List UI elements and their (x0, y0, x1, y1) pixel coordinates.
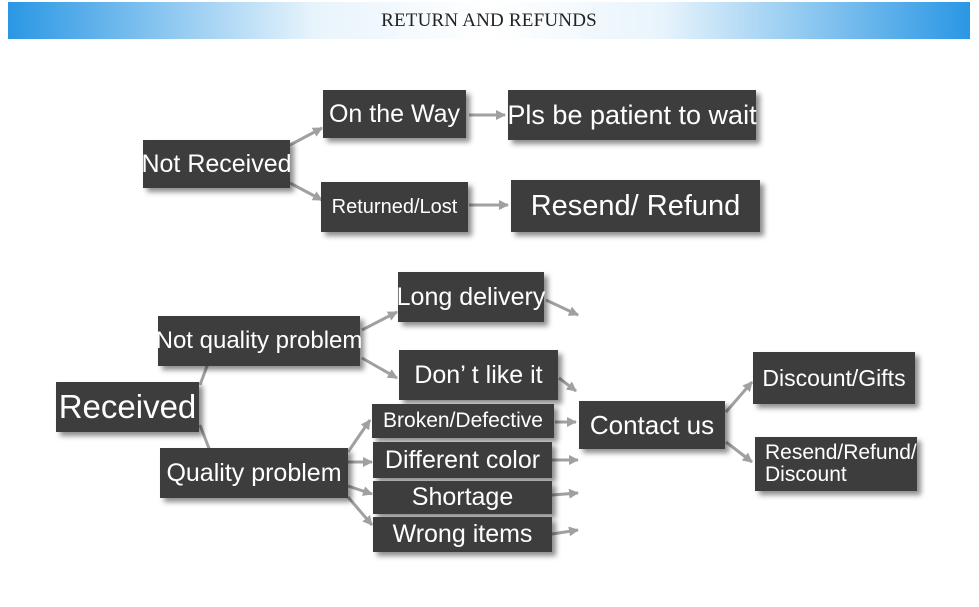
arrow-contact-to-resend-refund-discount (725, 440, 753, 464)
node-shortage: Shortage (373, 481, 552, 514)
node-dont-like-it: Don’ t like it (399, 350, 558, 400)
arrow-not-received-to-on-the-way (289, 126, 323, 147)
arrow-long-delivery-out (545, 298, 579, 317)
node-not-received: Not Received (141, 140, 292, 188)
line-received-to-quality (198, 424, 212, 452)
arrow-dont-like-to-contact (558, 376, 577, 393)
node-contact-us: Contact us (579, 401, 725, 449)
arrow-quality-to-wrong-items (346, 496, 374, 526)
page-title: RETURN AND REFUNDS (381, 10, 597, 31)
node-resend-refund-discount: Resend/Refund/ Discount (755, 437, 917, 491)
node-resend-refund: Resend/ Refund (511, 180, 760, 232)
node-different-color: Different color (373, 442, 552, 478)
arrow-quality-to-shortage (347, 484, 373, 496)
node-quality-problem: Quality problem (160, 448, 348, 498)
node-wrong-items: Wrong items (373, 517, 552, 552)
arrow-not-quality-to-long-delivery (361, 310, 398, 332)
arrow-shortage-out (551, 488, 579, 499)
header-bar: RETURN AND REFUNDS (8, 2, 970, 39)
arrow-quality-to-broken (346, 419, 372, 453)
node-not-quality-problem: Not quality problem (156, 316, 362, 366)
node-be-patient: Pls be patient to wait (507, 90, 757, 140)
node-resend-refund-discount-line2: Discount (765, 463, 847, 486)
node-resend-refund-discount-line1: Resend/Refund/ (765, 440, 917, 464)
node-long-delivery: Long delivery (397, 272, 545, 322)
arrow-not-quality-to-dont-like (361, 356, 398, 380)
arrow-contact-to-discount-gifts (724, 381, 754, 413)
node-broken-defective: Broken/Defective (372, 404, 554, 438)
arrow-wrong-items-out (551, 526, 579, 537)
node-discount-gifts: Discount/Gifts (753, 352, 915, 404)
node-on-the-way: On the Way (323, 90, 466, 138)
node-received: Received (56, 382, 199, 432)
node-returned-lost: Returned/Lost (321, 182, 468, 232)
arrow-not-received-to-returned-lost (289, 181, 323, 202)
